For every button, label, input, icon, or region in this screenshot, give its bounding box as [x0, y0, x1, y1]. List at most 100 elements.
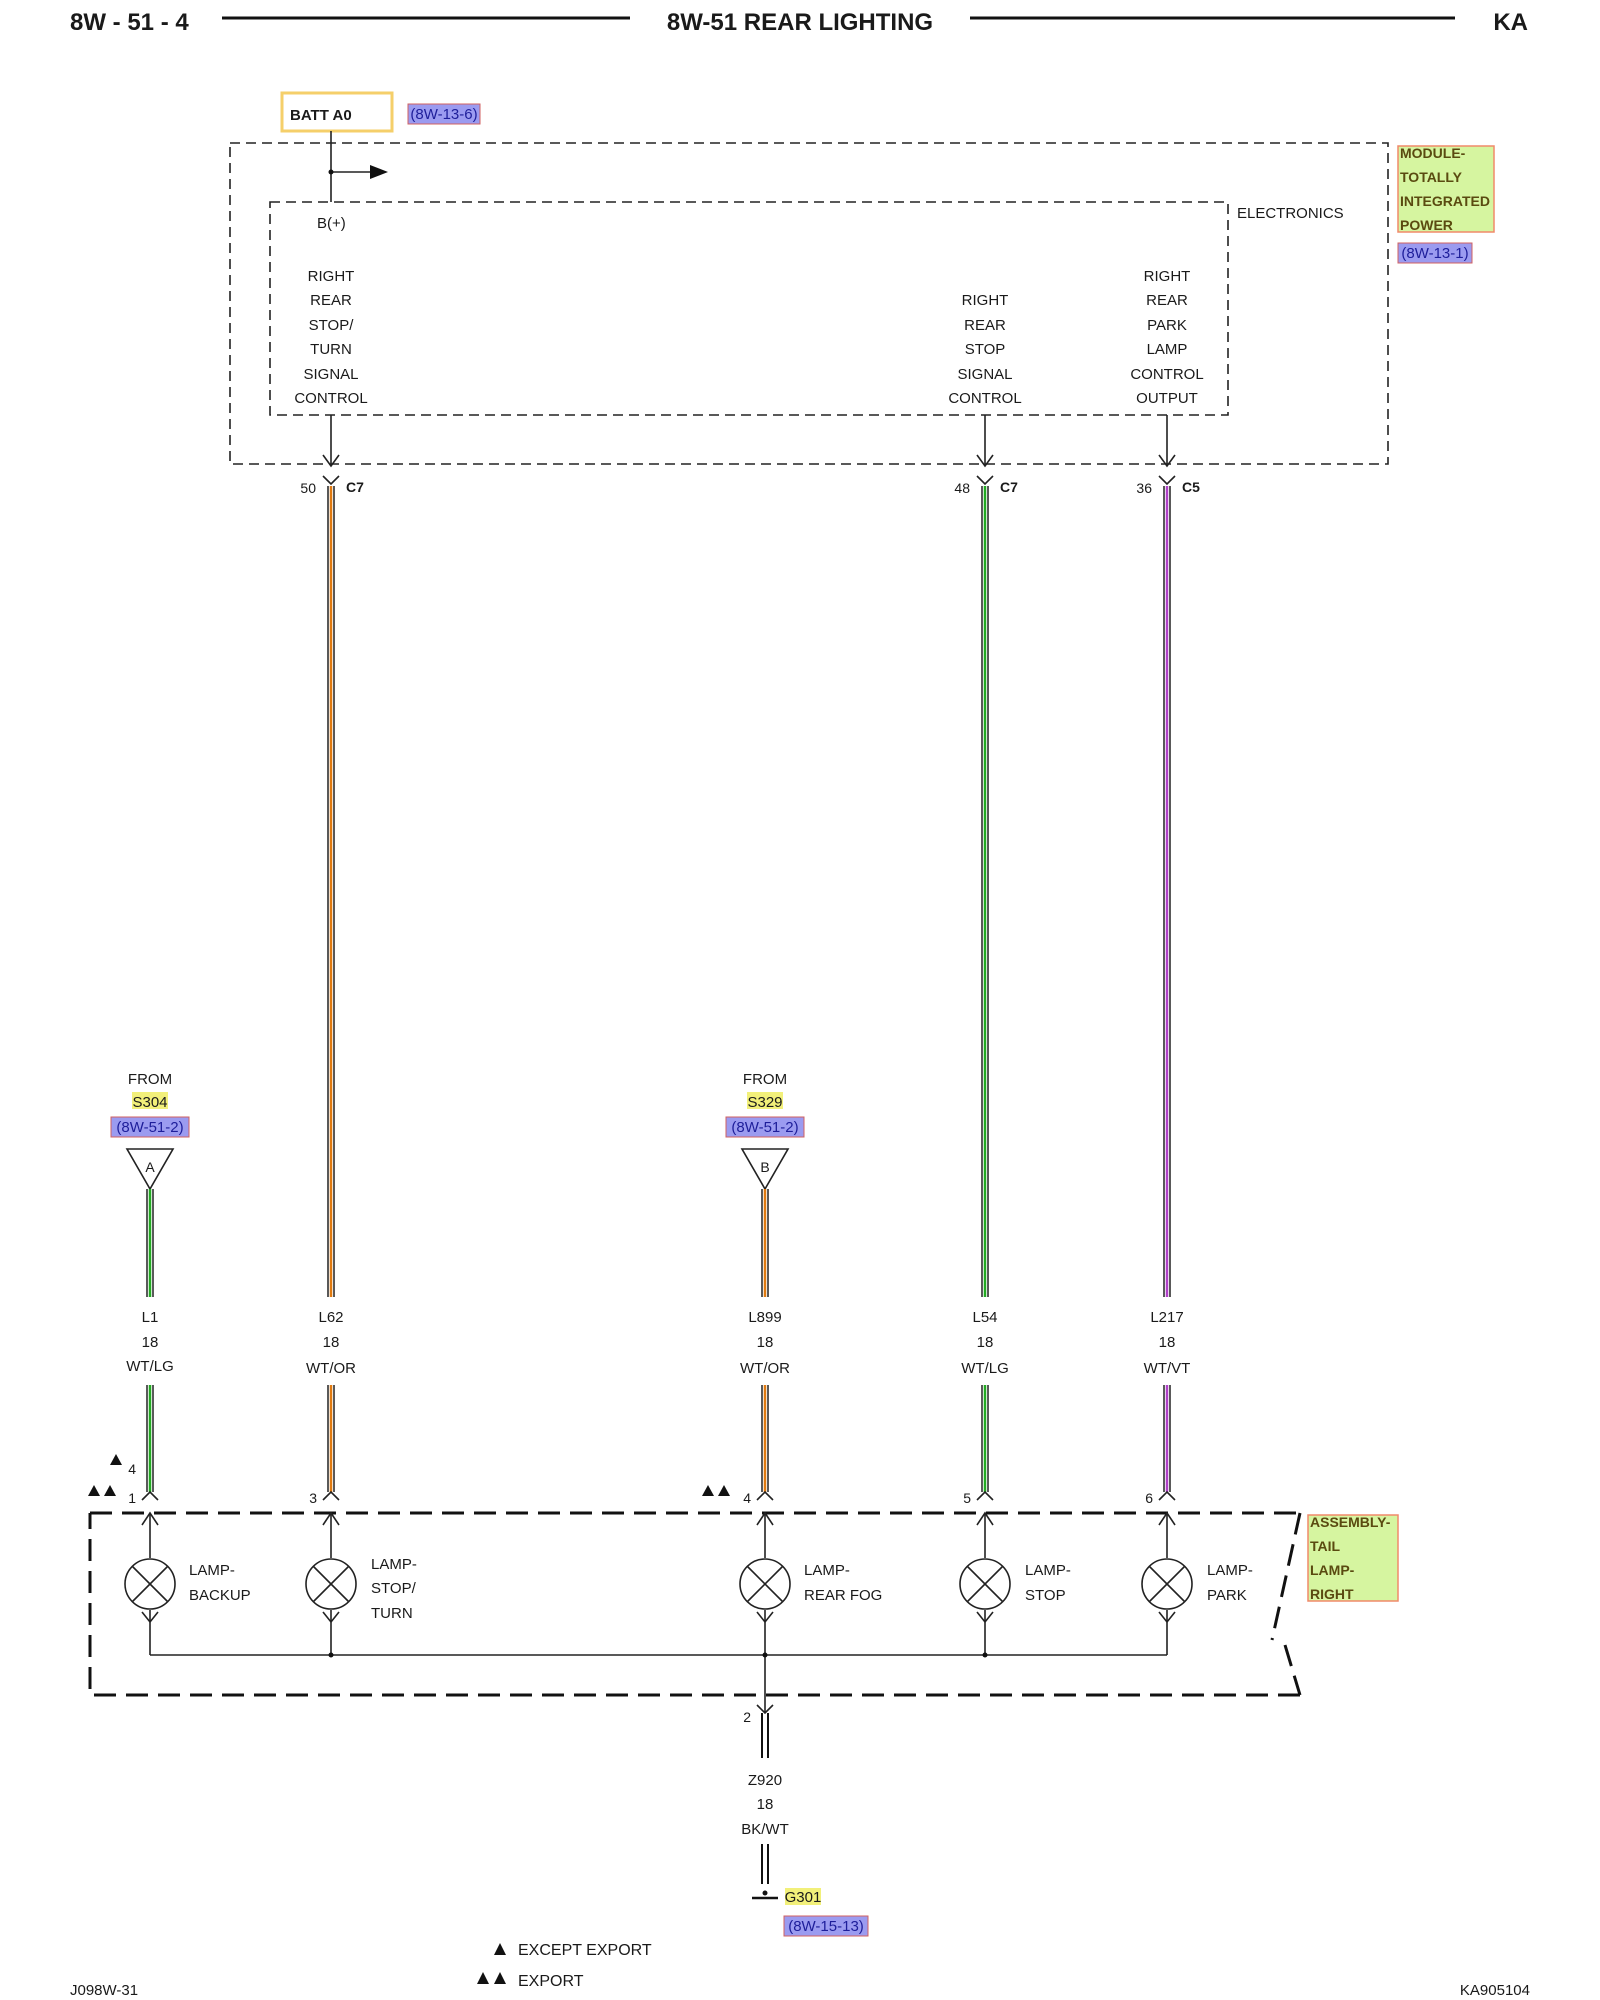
lamp-stopturn-line-2: STOP/: [371, 1580, 417, 1597]
pin-1: 1: [128, 1490, 136, 1506]
off-page-connector-b: [740, 1148, 790, 1191]
lamp-labels: LAMP- BACKUP LAMP- STOP/ TURN LAMP- REAR…: [189, 1556, 1253, 1622]
arrow-right-icon: [370, 165, 388, 179]
batt-label-box: [280, 91, 394, 133]
out3-line-3: PARK: [1147, 317, 1187, 334]
pin-50: 50: [300, 480, 316, 496]
out2-line-4: SIGNAL: [957, 366, 1012, 383]
legend-except-export: EXCEPT EXPORT: [518, 1942, 652, 1959]
tail-lamp-assembly-outline: [88, 1511, 1302, 1697]
connector-c7-pin50: [322, 475, 340, 486]
out2-line-1: RIGHT: [962, 292, 1009, 309]
out3-line-1: RIGHT: [1144, 268, 1191, 285]
pin-4: 4: [743, 1490, 751, 1506]
footer-doc-id: J098W-31: [70, 1982, 138, 1999]
assembly-name-4: RIGHT: [1310, 1586, 1354, 1602]
out1-line-1: RIGHT: [308, 268, 355, 285]
lamp-park-line-2: PARK: [1207, 1587, 1247, 1604]
wire-l54-circuit: L54: [972, 1309, 997, 1326]
conn-c7-a: C7: [346, 479, 364, 495]
ground-pin: 2: [743, 1709, 751, 1725]
tipm-module-outline: [229, 142, 1389, 465]
lamp-stopturn-line-1: LAMP-: [371, 1556, 417, 1573]
pin-6: 6: [1145, 1490, 1153, 1506]
splice-s329[interactable]: S329: [747, 1094, 782, 1111]
electronics-outline: [269, 201, 1229, 416]
batt-ref[interactable]: (8W-13-6): [410, 106, 477, 123]
pin-36: 36: [1136, 480, 1152, 496]
wire-l62-upper: [327, 486, 335, 1297]
lamp-stopturn-line-3: TURN: [371, 1605, 413, 1622]
conn-c5: C5: [1182, 479, 1200, 495]
splice-a-ref[interactable]: (8W-51-2): [116, 1119, 183, 1136]
legend-export: EXPORT: [518, 1973, 584, 1990]
out1-line-5: SIGNAL: [303, 366, 358, 383]
lamp-stop-line-2: STOP: [1025, 1587, 1066, 1604]
tipm-name-4: POWER: [1400, 217, 1453, 233]
tipm-tag-box: [1397, 145, 1495, 233]
out3-line-4: LAMP: [1147, 341, 1188, 358]
lamp-fog-line-1: LAMP-: [804, 1562, 850, 1579]
tipm-name-2: TOTALLY: [1400, 169, 1463, 185]
backup-lamp-icon: [124, 1558, 176, 1610]
wire-l54-gauge: 18: [977, 1334, 994, 1351]
conn-c7-b: C7: [1000, 479, 1018, 495]
out2-line-5: CONTROL: [948, 390, 1021, 407]
rear-fog-lamp-icon: [739, 1558, 791, 1610]
single-triangle-icon: [110, 1454, 122, 1465]
lamp-park-line-1: LAMP-: [1207, 1562, 1253, 1579]
park-lamp-icon: [1141, 1558, 1193, 1610]
legend: EXCEPT EXPORT EXPORT: [477, 1942, 652, 1990]
wire-l1-circuit: L1: [142, 1309, 159, 1326]
page-title: 8W-51 REAR LIGHTING: [667, 9, 933, 36]
connector-c7-pin48: [976, 475, 994, 486]
out2-line-2: REAR: [964, 317, 1006, 334]
bplus-label: B(+): [317, 215, 346, 232]
wire-l217-gauge: 18: [1159, 1334, 1176, 1351]
symbol-b: B: [760, 1159, 769, 1175]
double-triangle-icon-b: [702, 1485, 714, 1496]
splice-s304[interactable]: S304: [132, 1094, 167, 1111]
out1-line-3: STOP/: [309, 317, 355, 334]
wire-l217-upper: [1163, 486, 1171, 1297]
ground-wire-color: BK/WT: [741, 1821, 789, 1838]
wire-l899-gauge: 18: [757, 1334, 774, 1351]
splice-b-ref[interactable]: (8W-51-2): [731, 1119, 798, 1136]
wire-l217-circuit: L217: [1150, 1309, 1183, 1326]
wire-l899-color: WT/OR: [740, 1360, 790, 1377]
assembly-tag-box: [1307, 1514, 1399, 1602]
wire-l217-color: WT/VT: [1144, 1360, 1191, 1377]
tipm-name-3: INTEGRATED: [1400, 193, 1490, 209]
tipm-ref[interactable]: (8W-13-1): [1401, 245, 1468, 262]
tipm-connectors: 50 C7 48 C7 36 C5: [300, 475, 1200, 496]
ground-ref[interactable]: (8W-15-13): [788, 1918, 864, 1935]
tipm-output-leads: [322, 415, 1176, 468]
splice-source-a: FROM S304 (8W-51-2) A: [110, 1071, 190, 1191]
out1-line-4: TURN: [310, 341, 352, 358]
out1-line-6: CONTROL: [294, 390, 367, 407]
stop-lamp-icon: [959, 1558, 1011, 1610]
wire-l899-upper: [761, 1189, 769, 1297]
legend-double-triangle-icon: [477, 1972, 489, 1984]
lamp-backup-line-2: BACKUP: [189, 1587, 251, 1604]
out2-line-3: STOP: [965, 341, 1006, 358]
symbol-a: A: [145, 1159, 155, 1175]
wire-l62-color: WT/OR: [306, 1360, 356, 1377]
lamp-leads: [141, 1511, 1176, 1712]
pin-alt-4: 4: [128, 1461, 136, 1477]
assembly-name-1: ASSEMBLY-: [1310, 1514, 1391, 1530]
legend-single-triangle-icon: [494, 1943, 506, 1955]
wire-l899-circuit: L899: [748, 1309, 781, 1326]
ground-wire-gauge: 18: [757, 1796, 774, 1813]
ground-circuit: 2 Z920 18 BK/WT G301 (8W-15-13): [741, 1704, 869, 1937]
out3-line-6: OUTPUT: [1136, 390, 1198, 407]
batt-label: BATT A0: [290, 107, 352, 124]
page-number: 8W - 51 - 4: [70, 9, 189, 36]
footer-figure-id: KA905104: [1460, 1982, 1530, 1999]
assembly-name-2: TAIL: [1310, 1538, 1341, 1554]
out3-line-2: REAR: [1146, 292, 1188, 309]
ground-g301[interactable]: G301: [785, 1889, 822, 1906]
electronics-label: ELECTRONICS: [1237, 205, 1344, 222]
wire-l1-color: WT/LG: [126, 1358, 174, 1375]
